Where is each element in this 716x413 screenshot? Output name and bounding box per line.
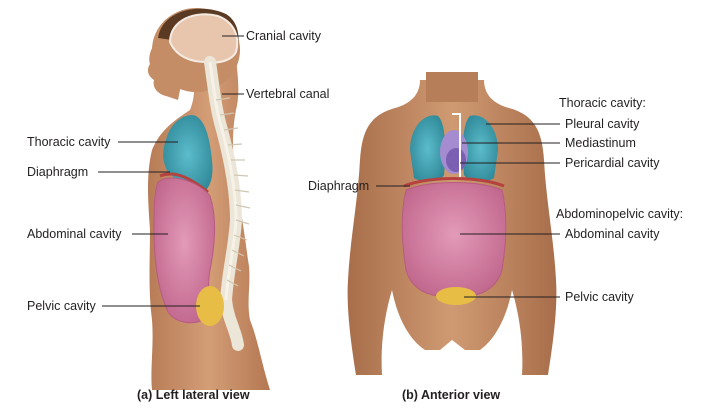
- lateral-figure: [147, 8, 270, 390]
- label-pleural-cavity: Pleural cavity: [565, 117, 640, 131]
- label-lateral-abdominal-cavity: Abdominal cavity: [27, 227, 122, 241]
- label-lateral-diaphragm: Diaphragm: [27, 165, 89, 179]
- face-profile: [147, 40, 182, 100]
- caption-anterior: (b) Anterior view: [402, 388, 501, 402]
- label-vertebral-canal: Vertebral canal: [246, 87, 330, 101]
- label-lateral-thoracic-cavity: Thoracic cavity: [27, 135, 111, 149]
- cranial-cavity-shape: [168, 13, 239, 64]
- label-cranial-cavity: Cranial cavity: [246, 29, 322, 43]
- anterior-right-pleural-cavity: [462, 115, 498, 182]
- vertebral-canal-line: [208, 61, 238, 301]
- label-anterior-pelvic-cavity: Pelvic cavity: [565, 290, 634, 304]
- anterior-neck: [426, 72, 478, 102]
- label-thoracic-cavity-header: Thoracic cavity:: [559, 96, 646, 110]
- label-lateral-pelvic-cavity: Pelvic cavity: [27, 299, 96, 313]
- label-pericardial-cavity: Pericardial cavity: [565, 156, 660, 170]
- lateral-pelvic-cavity: [196, 286, 224, 326]
- anterior-pelvic-cavity: [436, 287, 476, 305]
- label-mediastinum: Mediastinum: [565, 136, 636, 150]
- anterior-figure: [347, 72, 557, 375]
- anterior-pericardial-cavity: [446, 148, 466, 172]
- leader-lines: [98, 35, 560, 307]
- anterior-abdominal-cavity: [401, 182, 507, 298]
- caption-lateral: (a) Left lateral view: [137, 388, 250, 402]
- anterior-diaphragm: [403, 177, 505, 188]
- label-anterior-diaphragm: Diaphragm: [308, 179, 370, 193]
- vertebrae: [215, 97, 251, 287]
- anterior-left-pleural-cavity: [410, 115, 446, 182]
- label-abdominopelvic-header: Abdominopelvic cavity:: [556, 207, 684, 221]
- label-anterior-abdominal-cavity: Abdominal cavity: [565, 227, 660, 241]
